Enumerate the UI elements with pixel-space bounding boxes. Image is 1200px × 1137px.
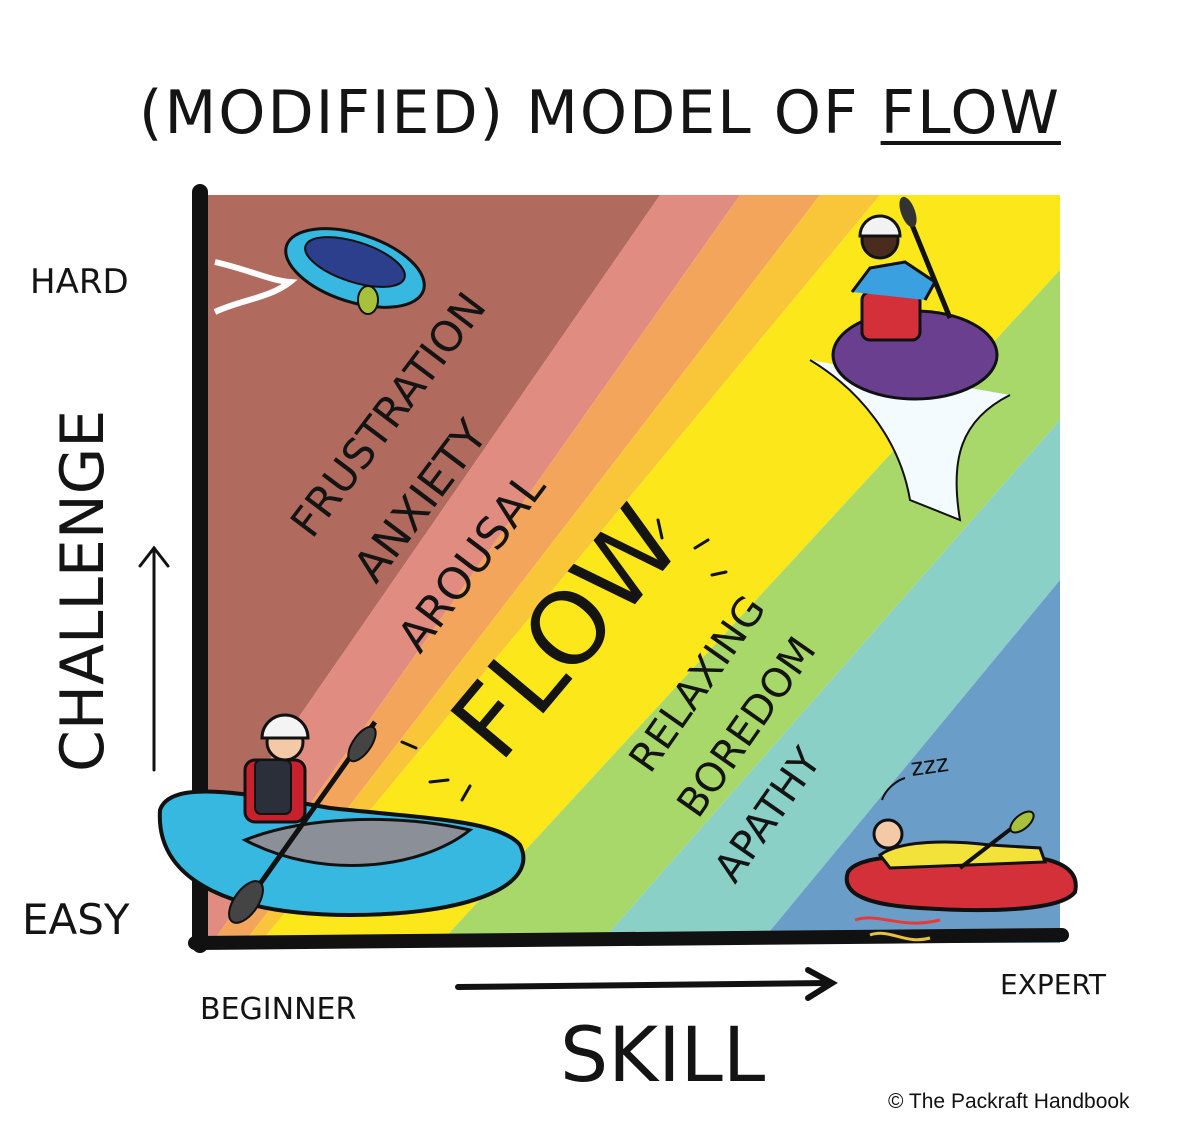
y-axis-high-label: HARD [30,262,129,302]
title-flow-word: FLOW [880,78,1061,148]
capsized-raft-illustration [213,227,426,315]
x-axis-title: SKILL [560,1010,766,1099]
snore-text: zzz [909,749,950,782]
y-axis-arrow [138,545,170,772]
y-axis-low-label: EASY [22,895,130,944]
beginner-packrafter-illustration [157,713,526,924]
band-boredom [600,420,1060,943]
waterfall-kayaker-illustration [809,196,1011,522]
band-frustration [200,195,740,943]
x-axis-arrow [455,967,838,1001]
x-axis-low-label: BEGINNER [200,992,357,1027]
band-arousal [200,195,880,943]
flow-emphasis-marks [400,518,728,802]
copyright-notice: © The Packraft Handbook [888,1090,1130,1113]
title-prefix: (MODIFIED) MODEL OF [139,78,860,148]
diagram-title: (MODIFIED) MODEL OF FLOW [0,78,1200,148]
sleeping-packrafter-illustration: zzz [844,749,1078,942]
x-axis-high-label: EXPERT [1000,968,1106,1001]
x-axis-line [188,928,1069,950]
